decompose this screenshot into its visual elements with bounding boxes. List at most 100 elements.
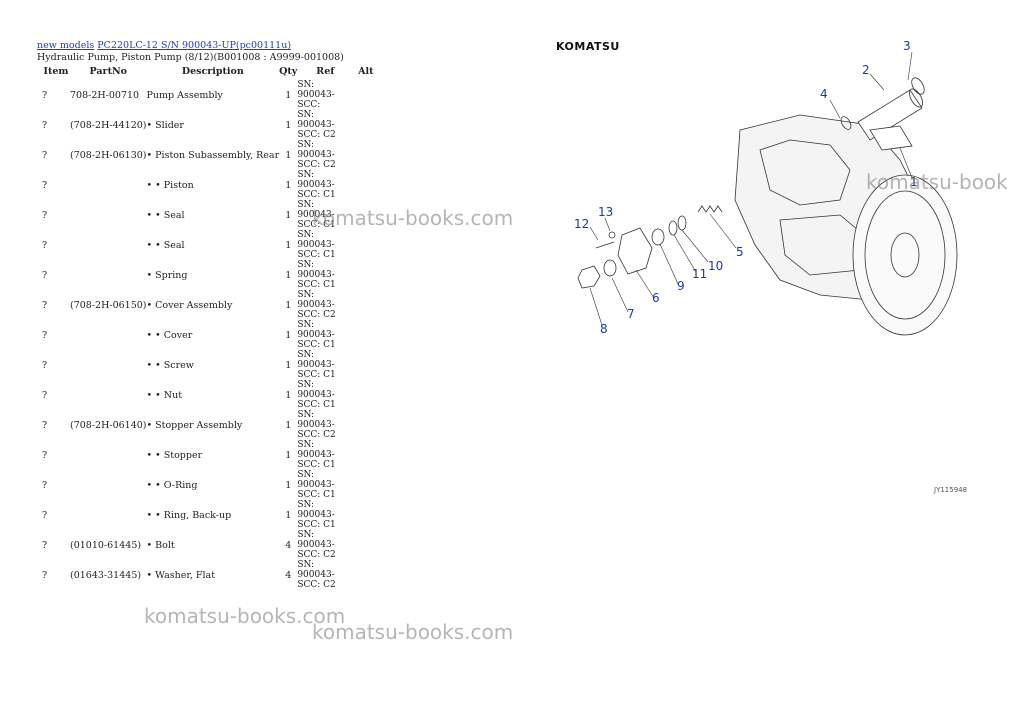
cell-qty: 1 <box>285 209 292 221</box>
cell-qty: 1 <box>285 329 292 341</box>
table-header-row: Item PartNo Description Qty Ref Alt <box>36 66 378 80</box>
cell-description: Pump Assembly <box>146 89 223 101</box>
cell-description: • • Seal <box>146 239 185 251</box>
callout-9: 9 <box>677 279 685 293</box>
cell-partno <box>70 380 147 410</box>
cell-alt <box>353 440 378 470</box>
cell-partno <box>70 440 147 470</box>
part-2-piston <box>857 89 923 141</box>
watermark: komatsu-books.com <box>144 604 346 628</box>
part-12-bolt <box>595 241 615 249</box>
col-header-item: Item <box>43 66 69 77</box>
cell-item: ? <box>42 179 48 191</box>
cell-ref: SN: 900043- SCC: C2 <box>297 560 336 590</box>
cell-description: • • O-Ring <box>146 479 198 491</box>
cell-alt <box>353 530 378 560</box>
part-3-oring <box>911 77 925 95</box>
cell-item: ? <box>42 299 48 311</box>
cell-description: • • Nut <box>146 389 183 401</box>
cell-partno: (708-2H-06130) <box>70 149 147 161</box>
cell-qty: 1 <box>285 119 292 131</box>
cell-qty: 1 <box>285 419 292 431</box>
cell-alt <box>353 140 378 170</box>
cell-description: • • Stopper <box>146 449 203 461</box>
col-header-qty: Qty <box>279 66 298 77</box>
callout-2: 2 <box>862 63 870 77</box>
col-header-description: Description <box>181 66 244 77</box>
cell-ref: SN: 900043- SCC: C2 <box>297 140 336 170</box>
callout-13: 13 <box>598 205 613 219</box>
cell-alt <box>353 290 378 320</box>
cell-qty: 1 <box>285 389 292 401</box>
cell-alt <box>353 350 378 380</box>
cell-item: ? <box>42 509 48 521</box>
cell-item: ? <box>42 329 48 341</box>
cell-ref: SN: 900043- SCC: C1 <box>297 470 336 500</box>
cell-description: • • Screw <box>146 359 194 371</box>
cell-description: • Cover Assembly <box>146 299 233 311</box>
cell-description: • Stopper Assembly <box>146 419 243 431</box>
cell-ref: SN: 900043- SCC: C1 <box>297 230 336 260</box>
breadcrumb-link-model[interactable]: PC220LC-12 S/N 900043-UP(pc00111u) <box>97 40 292 51</box>
cell-item: ? <box>42 449 48 461</box>
cell-alt <box>353 560 378 590</box>
cell-partno: (01643-31445) <box>70 569 142 581</box>
callout-3: 3 <box>903 39 911 53</box>
cell-alt <box>353 380 378 410</box>
callout-7: 7 <box>627 307 635 321</box>
part-4-seal <box>840 116 852 130</box>
cell-partno: 708-2H-00710 <box>70 89 140 101</box>
part-2-end <box>908 88 924 108</box>
cell-item: ? <box>42 479 48 491</box>
cell-qty: 1 <box>285 89 292 101</box>
cell-description: • • Piston <box>146 179 194 191</box>
cell-description: • Bolt <box>146 539 175 551</box>
callout-10: 10 <box>708 259 723 273</box>
callout-11: 11 <box>692 267 707 281</box>
cell-ref: SN: 900043- SCC: C1 <box>297 440 336 470</box>
table-row: ? (01643-31445) • Washer, Flat 4 SN: 900043-… <box>36 560 378 590</box>
cell-qty: 4 <box>285 539 292 551</box>
page-header: new models PC220LC-12 S/N 900043-UP(pc00… <box>37 40 344 64</box>
breadcrumb-link-new-models[interactable]: new models <box>37 40 95 51</box>
cell-alt <box>353 230 378 260</box>
cell-description: • Washer, Flat <box>146 569 216 581</box>
cell-qty: 1 <box>285 299 292 311</box>
part-10-seal <box>677 215 687 231</box>
cell-alt <box>353 500 378 530</box>
part-11-seal <box>668 220 678 236</box>
part-1-slider <box>869 125 913 151</box>
cell-ref: SN: 900043- SCC: C2 <box>297 290 336 320</box>
cell-partno <box>70 170 147 200</box>
table-row: ? • • Stopper 1 SN: 900043- SCC: C1 <box>36 440 378 470</box>
cell-qty: 4 <box>285 569 292 581</box>
cell-item: ? <box>42 119 48 131</box>
table-row: ? (708-2H-06150)• Cover Assembly 1 SN: 9000… <box>36 290 378 320</box>
cell-partno <box>70 200 147 230</box>
cell-qty: 1 <box>285 239 292 251</box>
cell-item: ? <box>42 269 48 281</box>
callout-12: 12 <box>574 217 589 231</box>
part-13-washer <box>608 231 616 239</box>
cell-ref: SN: 900043- SCC: C2 <box>297 530 336 560</box>
shaft-spline <box>890 232 920 278</box>
pump-body-detail <box>759 139 851 206</box>
cell-partno: (708-2H-06150) <box>70 299 147 311</box>
cell-item: ? <box>42 389 48 401</box>
cell-alt <box>353 320 378 350</box>
cell-partno <box>70 230 147 260</box>
cell-item: ? <box>42 569 48 581</box>
cell-qty: 1 <box>285 449 292 461</box>
part-7-stopper <box>603 259 617 277</box>
cell-alt <box>353 470 378 500</box>
part-9-piston <box>651 228 665 246</box>
